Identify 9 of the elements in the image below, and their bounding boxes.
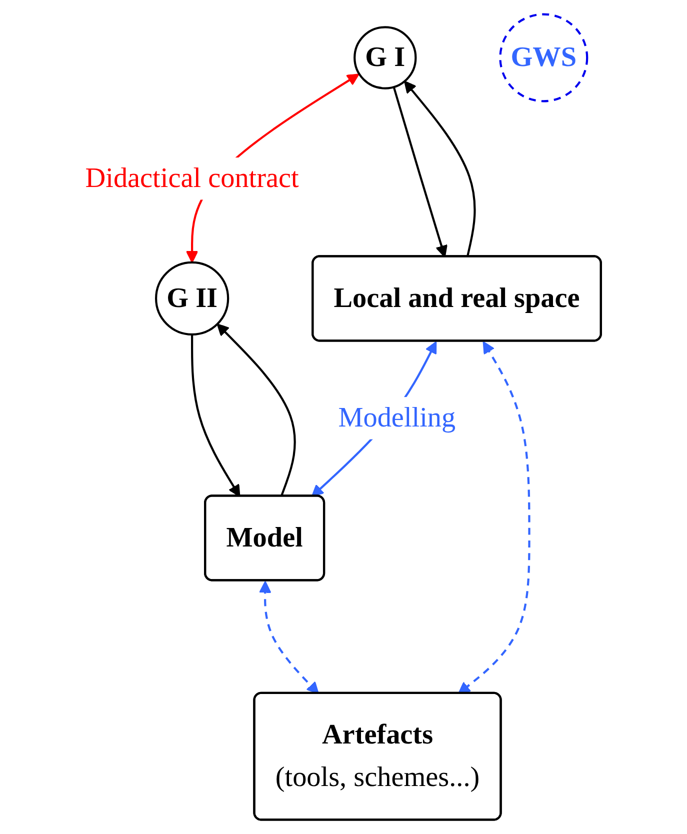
node-circle: G I [354,26,418,90]
arrow [404,80,476,258]
arrow [393,86,448,258]
node-circle: GWS [500,13,589,102]
arrow [191,334,241,497]
node-circle: G II [155,261,230,336]
arrow [217,324,296,497]
edge-label: Modelling [338,402,456,434]
edge-label: Didactical contract [86,163,300,194]
